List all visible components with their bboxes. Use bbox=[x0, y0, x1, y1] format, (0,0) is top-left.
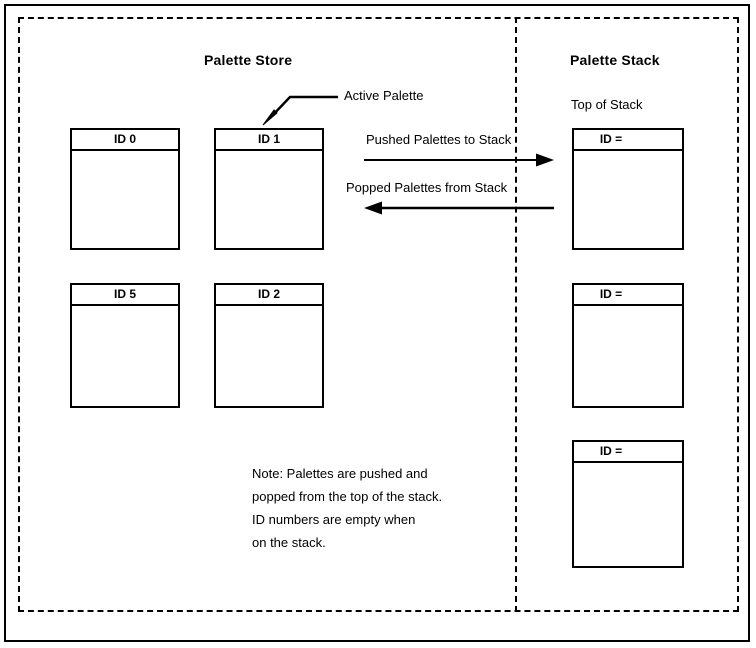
stack-box-top-body bbox=[574, 151, 682, 248]
push-direction-arrow bbox=[364, 153, 554, 167]
palette-box-id2-body bbox=[216, 306, 322, 406]
palette-box-id5[interactable]: ID 5 bbox=[70, 283, 180, 408]
stack-box-bottom-body bbox=[574, 463, 682, 566]
vertical-divider bbox=[515, 17, 517, 612]
palette-box-id2[interactable]: ID 2 bbox=[214, 283, 324, 408]
stack-box-middle-id-label: ID = bbox=[599, 287, 623, 301]
top-of-stack-label: Top of Stack bbox=[571, 97, 643, 112]
stack-box-middle-header: ID = bbox=[574, 285, 682, 306]
palette-box-id0-body bbox=[72, 151, 178, 248]
outer-frame bbox=[4, 4, 750, 642]
palette-store-title: Palette Store bbox=[204, 52, 293, 68]
active-palette-pointer-arrow bbox=[262, 95, 338, 126]
note-text-block: Note: Palettes are pushed and popped fro… bbox=[252, 462, 520, 554]
palette-box-id0-header: ID 0 bbox=[72, 130, 178, 151]
stack-box-middle[interactable]: ID = bbox=[572, 283, 684, 408]
palette-box-id1[interactable]: ID 1 bbox=[214, 128, 324, 250]
note-line-1: Note: Palettes are pushed and bbox=[252, 466, 428, 481]
palette-box-id1-body bbox=[216, 151, 322, 248]
palette-box-id1-header: ID 1 bbox=[216, 130, 322, 151]
stack-box-top-id-label: ID = bbox=[599, 132, 623, 146]
note-line-2: popped from the top of the stack. bbox=[252, 489, 443, 504]
palette-box-id5-body bbox=[72, 306, 178, 406]
stack-box-middle-body bbox=[574, 306, 682, 406]
palette-box-id2-header: ID 2 bbox=[216, 285, 322, 306]
pushed-palettes-label: Pushed Palettes to Stack bbox=[366, 132, 512, 147]
stack-box-top[interactable]: ID = bbox=[572, 128, 684, 250]
dashed-boundary bbox=[18, 17, 739, 612]
popped-palettes-label: Popped Palettes from Stack bbox=[346, 180, 508, 195]
stack-box-top-header: ID = bbox=[574, 130, 682, 151]
palette-box-id0[interactable]: ID 0 bbox=[70, 128, 180, 250]
note-line-3: ID numbers are empty when bbox=[252, 512, 416, 527]
active-palette-label: Active Palette bbox=[344, 88, 424, 103]
palette-box-id5-header: ID 5 bbox=[72, 285, 178, 306]
note-line-4: on the stack. bbox=[252, 535, 326, 550]
stack-box-bottom[interactable]: ID = bbox=[572, 440, 684, 568]
pop-direction-arrow bbox=[364, 201, 554, 215]
stack-box-bottom-id-label: ID = bbox=[599, 444, 623, 458]
palette-stack-title: Palette Stack bbox=[570, 52, 660, 68]
stack-box-bottom-header: ID = bbox=[574, 442, 682, 463]
